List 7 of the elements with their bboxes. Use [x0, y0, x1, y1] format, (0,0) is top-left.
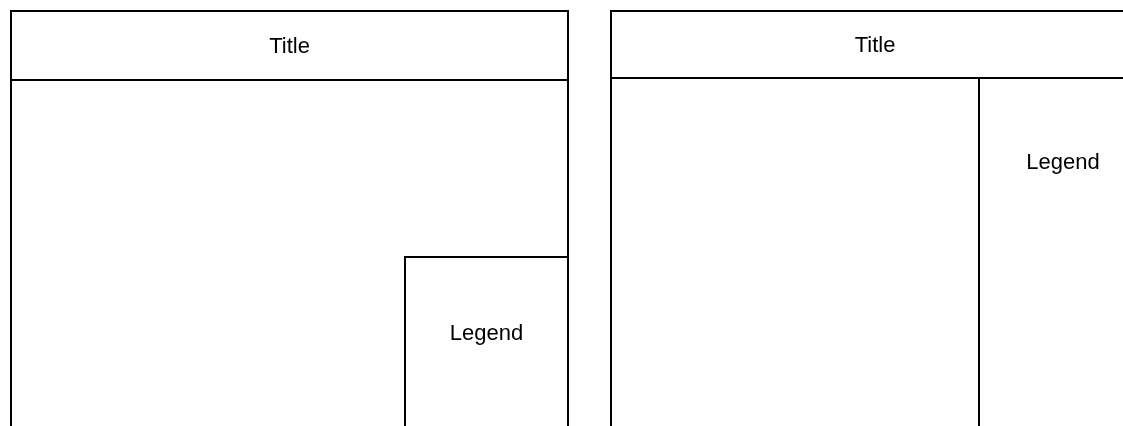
section-label: Legend: [449, 320, 524, 346]
section-label: Legend: [1026, 149, 1100, 175]
panel-frame: [610, 10, 1123, 426]
section-box: [404, 256, 569, 426]
title-label: Title: [854, 31, 896, 58]
panel-frame: [10, 10, 569, 426]
title-label: Title: [269, 32, 310, 59]
